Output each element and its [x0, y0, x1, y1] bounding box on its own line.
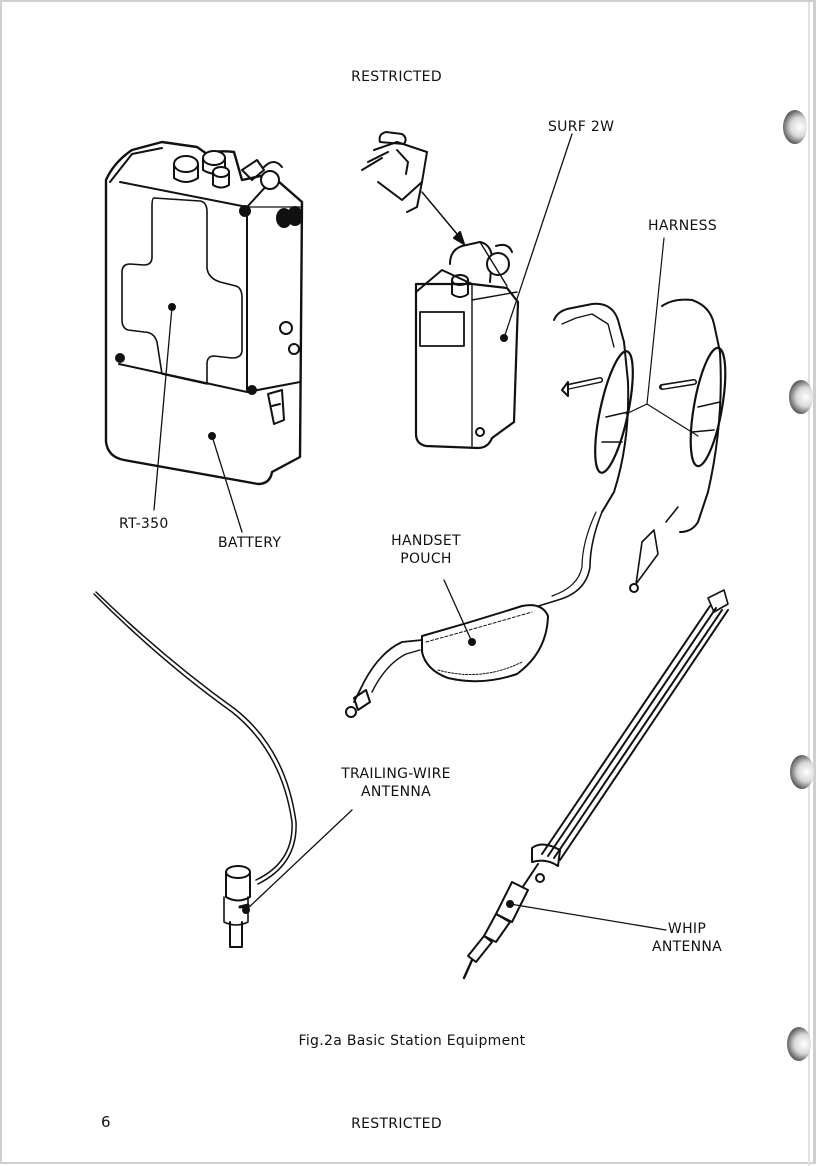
label-whip-line2: ANTENNA [651, 939, 723, 955]
binder-hole [789, 380, 813, 414]
label-whip-line1: WHIP [667, 921, 707, 937]
label-harness: HARNESS [648, 218, 718, 234]
page-number: 6 [101, 1113, 111, 1131]
rt-350-illustration [104, 140, 304, 533]
page-edge [808, 2, 810, 1166]
binder-hole [783, 110, 807, 144]
page-header-classification: RESTRICTED [351, 69, 442, 85]
label-surf-2w: SURF 2W [548, 119, 615, 135]
label-trailing-wire-line1: TRAILING-WIRE [341, 766, 451, 782]
binder-hole [790, 755, 814, 789]
label-trailing-wire-antenna: TRAILING-WIRE ANTENNA [328, 765, 464, 801]
harness-illustration [531, 237, 727, 609]
surf-2w-illustration [361, 131, 573, 450]
trailing-wire-antenna-illustration [93, 591, 353, 948]
label-rt-350: RT-350 [119, 516, 169, 532]
figure-caption: Fig.2a Basic Station Equipment [298, 1033, 526, 1049]
label-whip-antenna: WHIP ANTENNA [640, 920, 734, 956]
label-trailing-wire-line2: ANTENNA [360, 784, 432, 800]
handset-pouch-illustration [345, 579, 549, 718]
whip-antenna-illustration [462, 589, 729, 980]
label-handset-pouch: HANDSET POUCH [382, 532, 470, 568]
label-handset-pouch-line2: POUCH [400, 551, 452, 567]
label-handset-pouch-line1: HANDSET [391, 533, 461, 549]
page-footer-classification: RESTRICTED [351, 1116, 442, 1132]
binder-hole [787, 1027, 811, 1061]
label-battery: BATTERY [218, 535, 282, 551]
